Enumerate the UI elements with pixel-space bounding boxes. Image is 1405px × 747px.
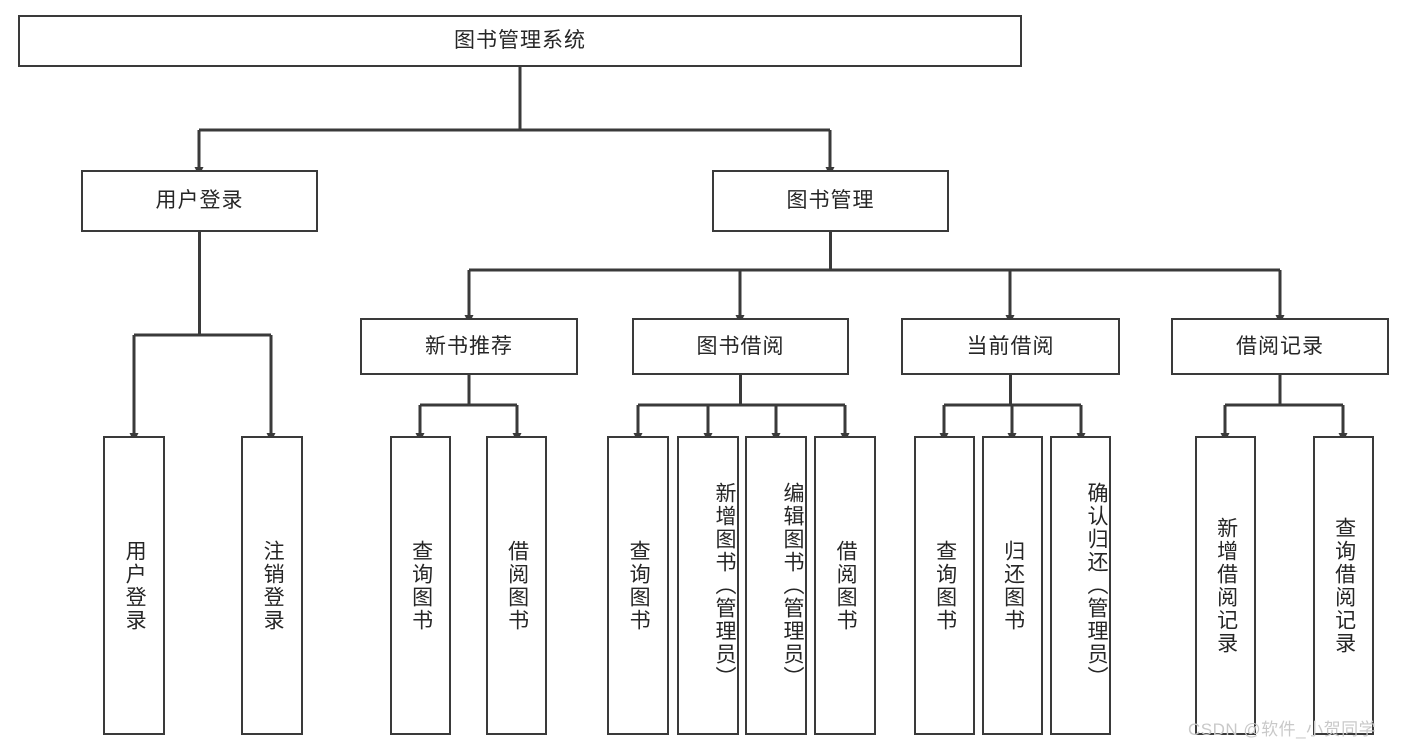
node-user-login[interactable]: 用户登录 <box>81 170 318 232</box>
leaf-add-borrow-record[interactable]: 新增借阅记录 <box>1195 436 1256 735</box>
node-book-manage[interactable]: 图书管理 <box>712 170 949 232</box>
leaf-query-book-borrow[interactable]: 查询图书 <box>607 436 669 735</box>
leaf-borrow-book-borrow[interactable]: 借阅图书 <box>814 436 876 735</box>
leaf-query-book-current[interactable]: 查询图书 <box>914 436 975 735</box>
node-root[interactable]: 图书管理系统 <box>18 15 1022 67</box>
node-new-book-recommend[interactable]: 新书推荐 <box>360 318 578 375</box>
node-borrow-record[interactable]: 借阅记录 <box>1171 318 1389 375</box>
node-book-borrow[interactable]: 图书借阅 <box>632 318 849 375</box>
leaf-logout[interactable]: 注销登录 <box>241 436 303 735</box>
csdn-watermark: CSDN @软件_小贺同学 <box>1188 720 1377 739</box>
leaf-add-book-admin[interactable]: 新增图书（管理员） <box>677 436 739 735</box>
leaf-borrow-book-newbook[interactable]: 借阅图书 <box>486 436 547 735</box>
leaf-query-borrow-record[interactable]: 查询借阅记录 <box>1313 436 1374 735</box>
leaf-edit-book-admin[interactable]: 编辑图书（管理员） <box>745 436 807 735</box>
leaf-confirm-return-admin[interactable]: 确认归还（管理员） <box>1050 436 1111 735</box>
node-current-borrow[interactable]: 当前借阅 <box>901 318 1120 375</box>
leaf-query-book-newbook[interactable]: 查询图书 <box>390 436 451 735</box>
leaf-return-book[interactable]: 归还图书 <box>982 436 1043 735</box>
leaf-user-login[interactable]: 用户登录 <box>103 436 165 735</box>
